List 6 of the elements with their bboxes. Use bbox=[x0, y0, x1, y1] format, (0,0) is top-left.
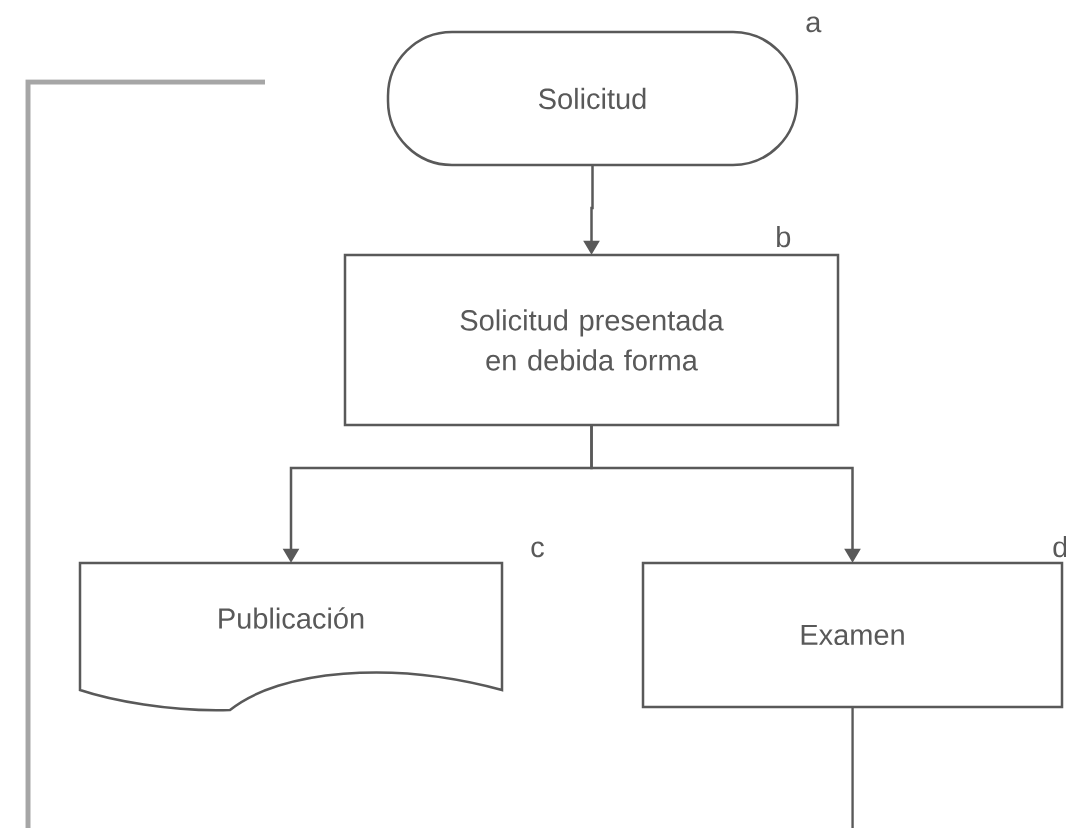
process-box: Examen bbox=[641, 561, 1064, 709]
step-letter: c bbox=[531, 541, 544, 558]
process-box: Solicitud presentada en debida forma bbox=[343, 253, 840, 427]
step-letter: d bbox=[1053, 536, 1066, 558]
step-letter: a bbox=[806, 16, 822, 33]
step-letter: b bbox=[777, 226, 791, 248]
